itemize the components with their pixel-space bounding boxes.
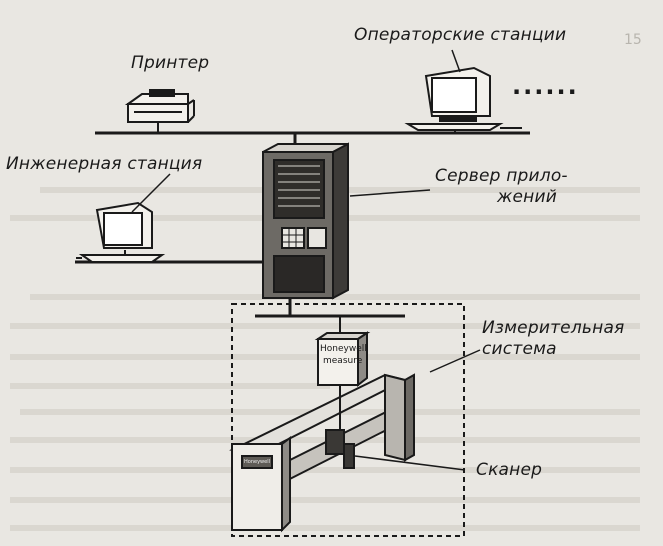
- printer-device: [124, 89, 195, 123]
- printer-label: Принтер: [131, 53, 210, 73]
- measure-system-label: Измерительная система: [482, 318, 625, 360]
- measure-system-label-line1: Измерительная: [482, 318, 625, 338]
- callout-leaders: [131, 49, 481, 471]
- app-server-label: Сервер прило- жений: [435, 166, 568, 208]
- measure-system-frame: [231, 303, 465, 537]
- engineer-station-label: Инженерная станция: [6, 154, 203, 174]
- operator-station-computer: [404, 66, 522, 131]
- operator-stations-label: Операторские станции: [354, 25, 567, 45]
- application-server-cabinet: [262, 142, 349, 300]
- measure-box-model: measure: [323, 356, 363, 366]
- page-number: 15: [624, 32, 642, 48]
- app-server-label-line2: жений: [497, 187, 557, 207]
- measure-controller-box: [314, 331, 371, 388]
- scanner-label: Сканер: [476, 460, 543, 480]
- measure-box-brand: Honeywell: [320, 344, 367, 354]
- scanner-device: [229, 373, 415, 533]
- scanner-plate-text: Honeywell: [244, 459, 270, 465]
- engineer-station-computer: [76, 201, 166, 263]
- ellipsis-more-stations: ......: [512, 72, 579, 100]
- measure-system-label-line2: система: [482, 339, 557, 359]
- app-server-label-line1: Сервер прило-: [435, 166, 568, 186]
